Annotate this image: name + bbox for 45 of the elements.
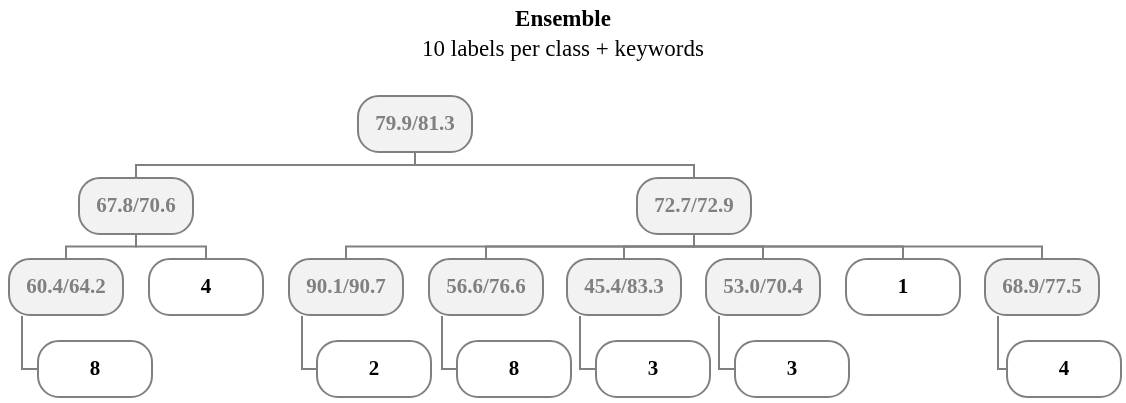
connector-line bbox=[579, 315, 596, 370]
node-value: 56.6/76.6 bbox=[446, 273, 526, 301]
rounded-box bbox=[148, 258, 264, 316]
node-value: 79.9/81.3 bbox=[375, 110, 455, 138]
rounded-box bbox=[316, 340, 432, 398]
rounded-box bbox=[8, 258, 124, 316]
node-value: 90.1/90.7 bbox=[306, 273, 386, 301]
rounded-box bbox=[984, 258, 1100, 316]
connector-line bbox=[693, 234, 1043, 259]
rounded-box bbox=[566, 258, 682, 316]
node-value: 4 bbox=[1058, 355, 1070, 383]
connector-line bbox=[441, 315, 457, 370]
connector-line bbox=[718, 315, 735, 370]
connector-line bbox=[135, 234, 207, 259]
rounded-box bbox=[428, 258, 544, 316]
rounded-box bbox=[636, 177, 752, 235]
node-value: 8 bbox=[508, 355, 520, 383]
node-value: 72.7/72.9 bbox=[654, 192, 734, 220]
node-value: 3 bbox=[647, 355, 659, 383]
connector-line bbox=[997, 315, 1007, 370]
rounded-box bbox=[78, 177, 194, 235]
rounded-box bbox=[357, 95, 473, 153]
rounded-box bbox=[595, 340, 711, 398]
node-value: 45.4/83.3 bbox=[584, 273, 664, 301]
rounded-box bbox=[456, 340, 572, 398]
subtitle: 10 labels per class + keywords bbox=[422, 35, 704, 63]
node-value: 1 bbox=[897, 273, 909, 301]
node-value: 8 bbox=[89, 355, 101, 383]
connector-line bbox=[301, 315, 317, 370]
node-value: 53.0/70.4 bbox=[723, 273, 803, 301]
rounded-box bbox=[288, 258, 404, 316]
rounded-box bbox=[705, 258, 821, 316]
rounded-box bbox=[37, 340, 153, 398]
node-value: 67.8/70.6 bbox=[96, 192, 176, 220]
diagram-title: Ensemble bbox=[515, 5, 611, 33]
node-value: 68.9/77.5 bbox=[1002, 273, 1082, 301]
connector-line bbox=[21, 315, 38, 370]
node-value: 2 bbox=[368, 355, 380, 383]
rounded-box bbox=[1006, 340, 1122, 398]
node-value: 4 bbox=[200, 273, 212, 301]
connector-line bbox=[414, 152, 695, 178]
node-value: 60.4/64.2 bbox=[26, 273, 106, 301]
rounded-box bbox=[845, 258, 961, 316]
node-value: 3 bbox=[786, 355, 798, 383]
rounded-box bbox=[734, 340, 850, 398]
